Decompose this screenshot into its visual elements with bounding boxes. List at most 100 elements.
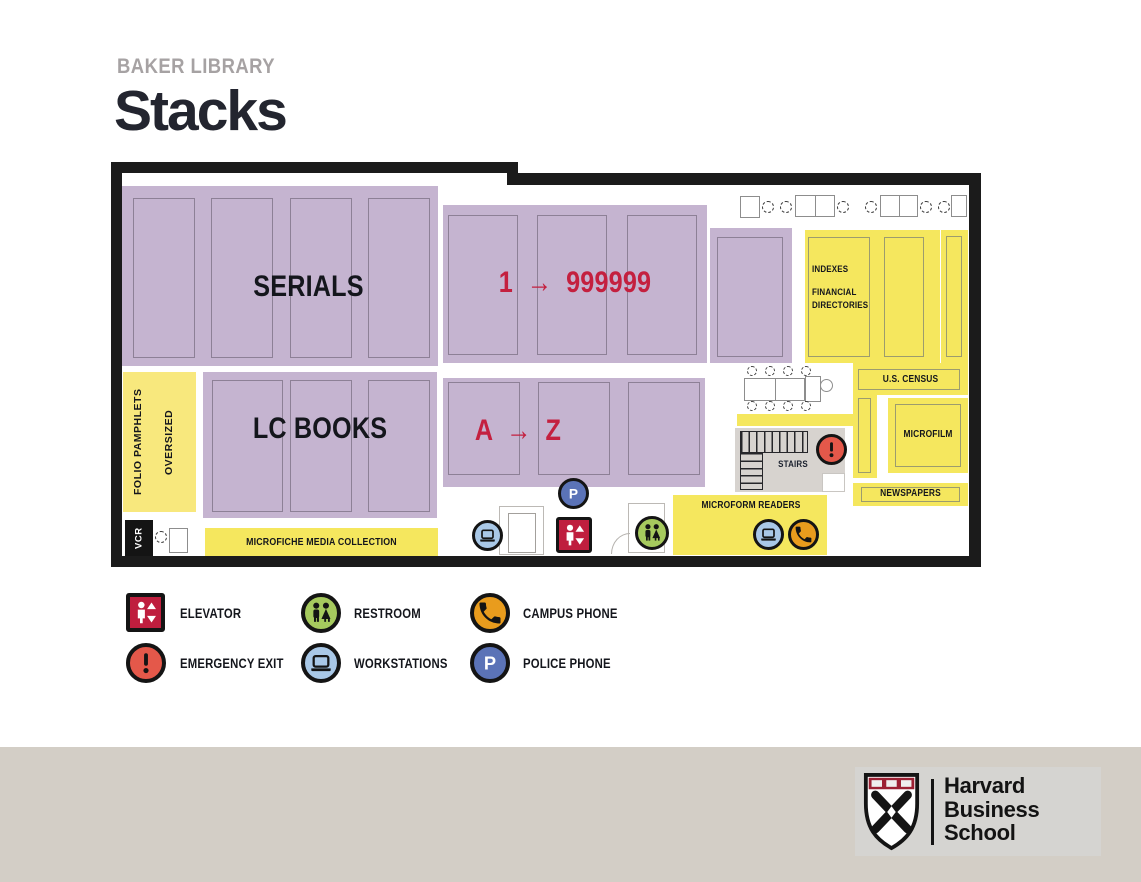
legend-label-workstations: WORKSTATIONS (354, 656, 448, 671)
shelf-range-rect (448, 382, 520, 475)
folio-pamphlets-label: FOLIO PAMPHLETS (132, 388, 144, 496)
chair-icon (837, 201, 849, 213)
equipment-icon (820, 379, 833, 392)
police-phone-icon: P (470, 643, 510, 683)
library-name: BAKER LIBRARY (117, 55, 276, 78)
chair-icon (865, 201, 877, 213)
room-outline (895, 404, 961, 467)
map-wall (111, 162, 122, 567)
brand-line: Harvard (944, 773, 1026, 798)
stair-treads (740, 452, 763, 490)
campus-phone-icon (788, 519, 819, 550)
restroom-icon (635, 516, 669, 550)
vcr-label: VCR (133, 527, 145, 550)
shelf-range-rect (627, 215, 697, 355)
campus-phone-icon (470, 593, 510, 633)
shelf-range-rect (538, 382, 610, 475)
desk (951, 195, 967, 217)
area-microfiche (205, 528, 438, 556)
area-microfilm (888, 398, 968, 473)
chair-icon (747, 401, 757, 411)
room-outline (858, 398, 871, 473)
workstations-icon (472, 520, 503, 551)
page-title: Stacks (114, 79, 288, 143)
shelf-range-rect (448, 215, 518, 355)
area-newspapers (853, 483, 968, 506)
microfilm-label: MICROFILM (903, 429, 953, 440)
elevator-icon (126, 593, 165, 632)
chair-icon (920, 201, 932, 213)
room-outline (861, 487, 960, 502)
chair-icon (783, 401, 793, 411)
shelf-range-rect (133, 198, 195, 358)
call-number-range-label: 1 → 999999 (498, 266, 652, 299)
directories-label: DIRECTORIES (812, 300, 869, 311)
police-phone-icon: P (558, 478, 589, 509)
room-outline (946, 236, 962, 357)
area-lc-range (443, 378, 705, 487)
desk (740, 196, 760, 218)
area-folio-oversized (123, 372, 196, 512)
legend-label-restroom: RESTROOM (354, 606, 421, 621)
area-lc-books (203, 372, 437, 518)
legend-label-emergency-exit: EMERGENCY EXIT (180, 656, 284, 671)
hbs-shield-logo (863, 772, 920, 852)
stairs-door-notch (822, 473, 845, 492)
shelf-range-rect (212, 380, 283, 512)
desk-divider (774, 379, 776, 400)
map-wall (507, 173, 981, 185)
legend-label-elevator: ELEVATOR (180, 606, 242, 621)
elevator-icon (556, 517, 592, 553)
shelf-range-rect (537, 215, 607, 355)
logo-divider (931, 779, 934, 845)
shelf-range-rect (211, 198, 273, 358)
chair-icon (783, 366, 793, 376)
chair-icon (780, 201, 792, 213)
room-outline (884, 237, 924, 357)
legend-label-campus-phone: CAMPUS PHONE (523, 606, 618, 621)
chair-icon (155, 531, 167, 543)
shelf-range-rect (717, 237, 783, 357)
map-wall (969, 173, 981, 567)
area-serials (122, 186, 438, 366)
lc-books-label: LC BOOKS (252, 412, 388, 445)
restroom-icon (301, 593, 341, 633)
indexes-label: INDEXES (812, 264, 849, 275)
chair-icon (801, 401, 811, 411)
desk (805, 376, 821, 402)
emergency-exit-icon (816, 434, 847, 465)
area-corridor-right (941, 230, 968, 363)
chair-icon (765, 366, 775, 376)
brand-line: School (944, 820, 1016, 845)
desk (880, 195, 918, 217)
room-outline (808, 237, 870, 357)
microfiche-label: MICROFICHE MEDIA COLLECTION (246, 536, 397, 548)
shelf-range-rect (290, 198, 352, 358)
desk-divider (815, 196, 817, 216)
chair-icon (801, 366, 811, 376)
serials-label: SERIALS (253, 270, 364, 303)
area-corridor-connector (737, 414, 853, 426)
chair-icon (765, 401, 775, 411)
chair-icon (747, 366, 757, 376)
shelf-range-rect (628, 382, 700, 475)
desk-divider (899, 196, 901, 216)
us-census-label: U.S. CENSUS (882, 374, 939, 385)
area-vcr: VCR (125, 520, 153, 557)
desk (795, 195, 835, 217)
financial-label: FINANCIAL (812, 287, 857, 298)
microform-readers-label: MICROFORM READERS (701, 500, 801, 511)
map-wall (111, 162, 518, 173)
lc-range-label: A → Z (474, 414, 562, 447)
room-outline (858, 369, 960, 390)
area-call-number-range (443, 205, 707, 363)
room-outline-elevator-shaft (508, 513, 536, 553)
brand-wordmark: Harvard Business School (944, 773, 1040, 845)
stairs-label: STAIRS (778, 459, 808, 470)
door-swing-arc (611, 533, 630, 554)
oversized-label: OVERSIZED (163, 409, 175, 475)
legend-label-police-phone: POLICE PHONE (523, 656, 611, 671)
area-us-census-corridor (853, 395, 877, 478)
chair-icon (938, 201, 950, 213)
